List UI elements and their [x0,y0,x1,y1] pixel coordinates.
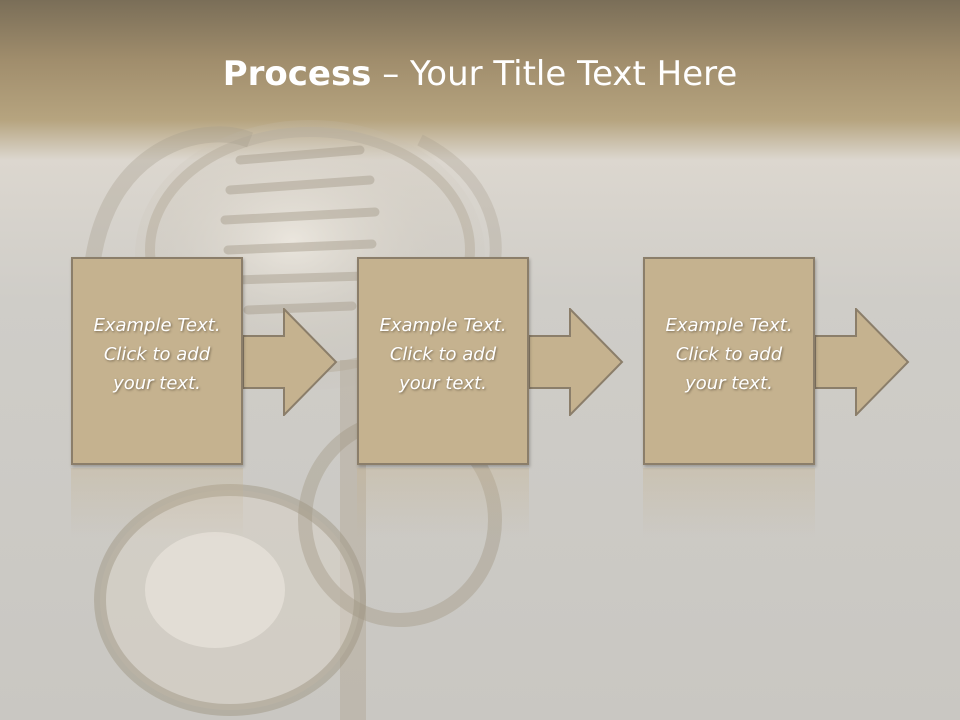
title-strong: Process [222,54,372,94]
process-step-2[interactable]: Example Text. Click to add your text. [357,257,529,465]
step-text-line: your text. [399,373,487,394]
box-reflection-1 [71,468,243,538]
step-text-line: Click to add [103,344,211,365]
arrow-right-icon [242,308,338,416]
step-text-line: Click to add [389,344,497,365]
step-text-line: your text. [685,373,773,394]
step-text-line: Example Text. [379,315,507,336]
step-text[interactable]: Example Text. Click to add your text. [73,311,241,398]
box-reflection-2 [357,468,529,538]
title-rest: – Your Title Text Here [371,54,738,94]
box-reflection-3 [643,468,815,538]
step-text[interactable]: Example Text. Click to add your text. [359,311,527,398]
arrow-right-icon [814,308,910,416]
step-text-line: Click to add [675,344,783,365]
slide-title[interactable]: Process – Your Title Text Here [0,52,960,96]
step-text[interactable]: Example Text. Click to add your text. [645,311,813,398]
arrow-right-icon [528,308,624,416]
process-step-3[interactable]: Example Text. Click to add your text. [643,257,815,465]
process-step-1[interactable]: Example Text. Click to add your text. [71,257,243,465]
step-text-line: Example Text. [93,315,221,336]
step-text-line: your text. [113,373,201,394]
step-text-line: Example Text. [665,315,793,336]
